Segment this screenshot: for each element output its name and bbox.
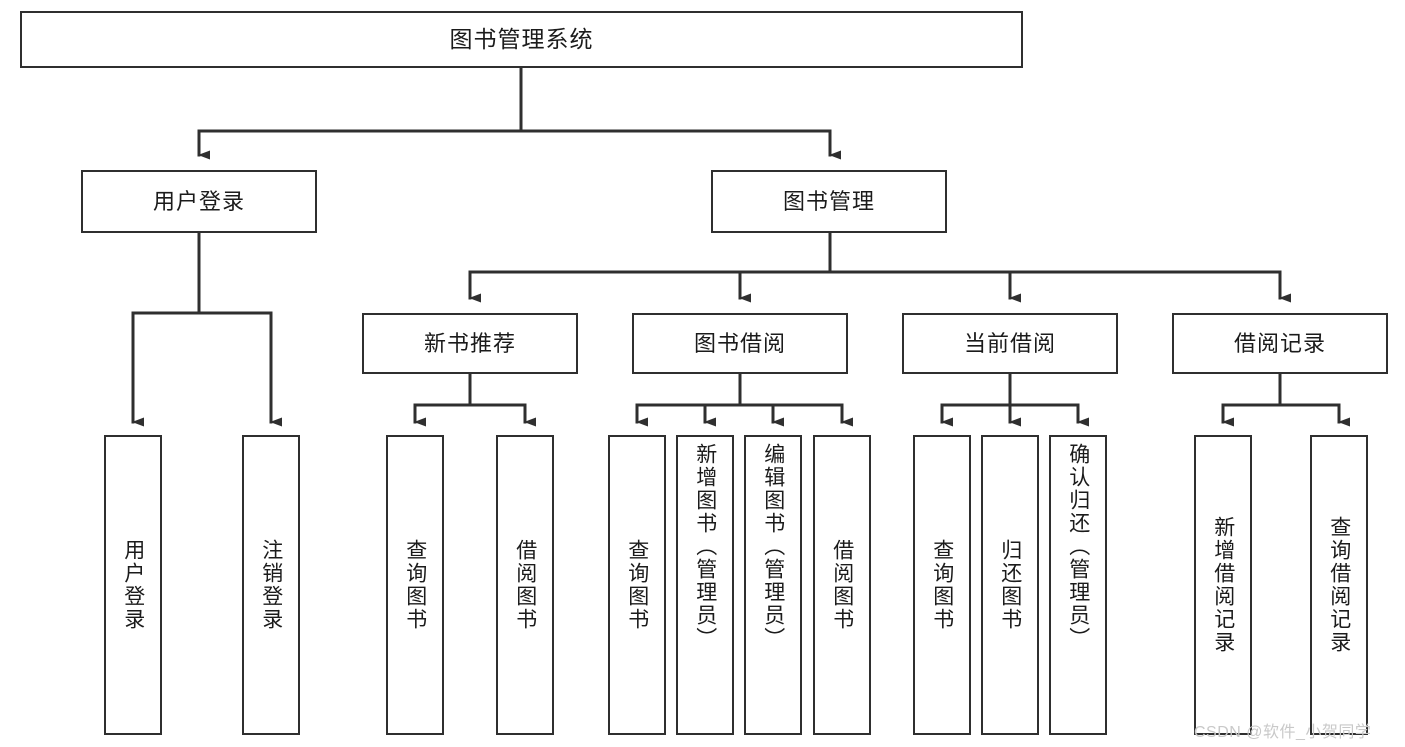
node-label: 查询图书	[403, 539, 427, 631]
node-label: 新书推荐	[423, 330, 516, 356]
node-label: 图书管理	[782, 188, 875, 214]
node-book-borrow[interactable]: 图书借阅	[632, 313, 848, 374]
node-user-login[interactable]: 用户登录	[81, 170, 317, 233]
node-root-system[interactable]: 图书管理系统	[20, 11, 1023, 68]
leaf-user-login[interactable]: 用户登录	[104, 435, 162, 735]
node-label: 查询借阅记录	[1327, 516, 1351, 654]
node-current-borrow[interactable]: 当前借阅	[902, 313, 1118, 374]
node-label: 查询图书	[625, 539, 649, 631]
leaf-borrow-borrow-book[interactable]: 借阅图书	[813, 435, 871, 735]
node-label: 新增借阅记录	[1211, 516, 1235, 654]
node-label: 用户登录	[152, 188, 245, 214]
node-label: 编辑图书（管理员）	[761, 443, 785, 650]
node-label: 图书管理系统	[449, 25, 594, 52]
leaf-record-query-record[interactable]: 查询借阅记录	[1310, 435, 1368, 735]
node-label: 新增图书（管理员）	[693, 443, 717, 650]
leaf-borrow-edit-book-admin[interactable]: 编辑图书（管理员）	[744, 435, 802, 735]
leaf-current-confirm-return-admin[interactable]: 确认归还（管理员）	[1049, 435, 1107, 735]
node-label: 当前借阅	[963, 330, 1056, 356]
node-book-management[interactable]: 图书管理	[711, 170, 947, 233]
node-label: 查询图书	[930, 539, 954, 631]
leaf-newbook-query-book[interactable]: 查询图书	[386, 435, 444, 735]
node-new-book-recommend[interactable]: 新书推荐	[362, 313, 578, 374]
node-label: 图书借阅	[693, 330, 786, 356]
node-borrow-record[interactable]: 借阅记录	[1172, 313, 1388, 374]
node-label: 确认归还（管理员）	[1066, 443, 1090, 650]
node-label: 借阅图书	[513, 539, 537, 631]
node-label: 借阅图书	[830, 539, 854, 631]
leaf-newbook-borrow-book[interactable]: 借阅图书	[496, 435, 554, 735]
node-label: 注销登录	[259, 539, 283, 631]
leaf-borrow-query-book[interactable]: 查询图书	[608, 435, 666, 735]
leaf-current-return-book[interactable]: 归还图书	[981, 435, 1039, 735]
node-label: 借阅记录	[1233, 330, 1326, 356]
node-label: 归还图书	[998, 539, 1022, 631]
leaf-user-logout[interactable]: 注销登录	[242, 435, 300, 735]
node-label: 用户登录	[121, 539, 145, 631]
leaf-record-add-record[interactable]: 新增借阅记录	[1194, 435, 1252, 735]
leaf-borrow-add-book-admin[interactable]: 新增图书（管理员）	[676, 435, 734, 735]
leaf-current-query-book[interactable]: 查询图书	[913, 435, 971, 735]
